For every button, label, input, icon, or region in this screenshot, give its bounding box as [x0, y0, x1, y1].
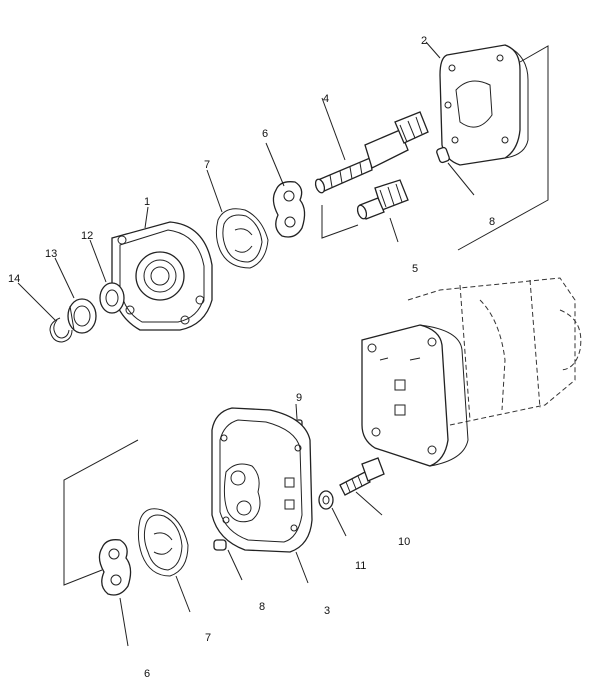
- seal-upper-part-7: [215, 208, 269, 269]
- dowel-pin-upper: [436, 146, 450, 164]
- callout-4: 4: [323, 93, 329, 105]
- front-cover-part-1: [111, 221, 213, 331]
- flange-plate-part-2: [439, 44, 529, 166]
- callout-3: 3: [324, 605, 330, 617]
- callout-labels: 1 2 3 4 5 6 6 7 7 8 8 9 10 11 12 13 14: [8, 35, 495, 680]
- callout-11: 11: [355, 560, 366, 572]
- drive-shaft-part-4: [314, 111, 429, 194]
- callout-8-top: 8: [489, 216, 495, 228]
- pump-assembly-dashed: [407, 277, 582, 426]
- fitting-part-10: [339, 457, 385, 496]
- side-plate-lower-part-6: [98, 539, 132, 596]
- callout-9: 9: [296, 392, 302, 404]
- callout-7-bottom: 7: [205, 632, 211, 644]
- callout-5: 5: [412, 263, 418, 275]
- dowel-pin-lower: [213, 539, 227, 551]
- leader-lines: [17, 41, 475, 647]
- pump-body-block: [361, 324, 469, 467]
- callout-13: 13: [45, 248, 57, 260]
- callout-1: 1: [144, 196, 150, 208]
- callout-12: 12: [81, 230, 93, 242]
- callout-2: 2: [421, 35, 427, 47]
- driven-gear-part-5: [356, 179, 409, 220]
- callout-8-bottom: 8: [259, 601, 265, 613]
- callout-7-top: 7: [204, 159, 210, 171]
- seal-lower-part-7: [137, 508, 189, 577]
- washer-part-11: [318, 490, 334, 510]
- callout-6-top: 6: [262, 128, 268, 140]
- callout-10: 10: [398, 536, 410, 548]
- callout-6-bottom: 6: [144, 668, 150, 680]
- washer-part-12: [99, 282, 125, 314]
- snap-ring-part-14: [49, 317, 73, 343]
- oil-seal-part-13: [67, 298, 97, 334]
- callout-14: 14: [8, 273, 20, 285]
- gear-housing-part-3: [211, 407, 313, 553]
- side-plate-upper-part-6: [272, 181, 306, 238]
